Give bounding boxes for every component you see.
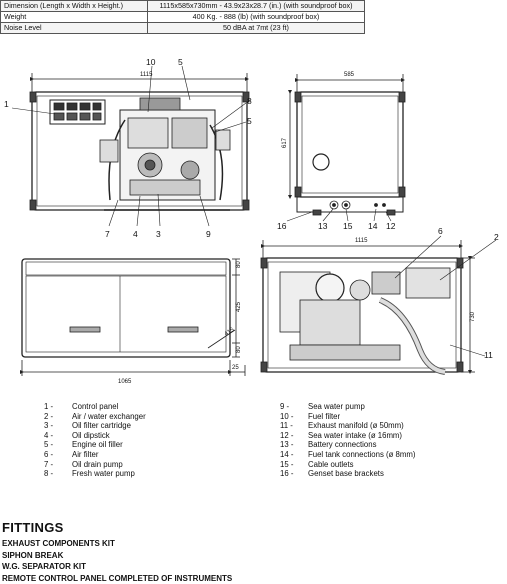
fittings-item: W.G. SEPARATOR KIT: [2, 562, 87, 571]
legend-item: 15 -Cable outlets: [280, 459, 354, 469]
legend-item: 8 -Fresh water pump: [44, 469, 135, 479]
technical-drawings: 1115 1 10 5 8 5 7 4 3 9: [4, 57, 499, 385]
callout-front-8: 8: [247, 96, 252, 106]
callout-top-2: 2: [494, 232, 499, 242]
spec-value: 50 dBA at 7mt (23 ft): [147, 22, 365, 34]
callout-side-14: 14: [368, 221, 378, 231]
base-h3-dim: 80: [236, 346, 242, 353]
callout-top-11: 11: [484, 350, 493, 360]
base-h1-dim: 80: [236, 261, 242, 268]
legend-item: 3 -Oil filter cartridge: [44, 421, 131, 431]
top-height-dim: 730: [470, 311, 476, 322]
spec-row: Noise Level 50 dBA at 7mt (23 ft): [0, 22, 365, 34]
callout-front-3: 3: [156, 229, 161, 239]
spec-value: 1115x585x730mm - 43.9x23x28.7 (in.) (wit…: [147, 0, 365, 12]
callout-front-5b: 5: [247, 116, 252, 126]
legend-item: 7 -Oil drain pump: [44, 459, 123, 469]
legend-item: 5 -Engine oil filler: [44, 440, 123, 450]
legend-item: 16 -Genset base brackets: [280, 469, 384, 479]
legend-item: 13 -Battery connections: [280, 440, 377, 450]
spec-row: Weight 400 Kg. - 888 (lb) (with soundpro…: [0, 11, 365, 23]
legend-right: 9 -Sea water pump 10 -Fuel filter 11 -Ex…: [276, 402, 415, 479]
fittings-item: EXHAUST COMPONENTS KIT: [2, 539, 115, 548]
callout-front-5a: 5: [178, 57, 183, 67]
front-view: [29, 73, 250, 211]
spec-table: Dimension (Length x Width x Height.) 111…: [0, 0, 365, 34]
fittings-item: SIPHON BREAK: [2, 550, 64, 560]
callout-side-16: 16: [277, 221, 287, 231]
legend-item: 4 -Oil dipstick: [44, 430, 110, 440]
callout-front-1: 1: [4, 99, 9, 109]
callout-front-10: 10: [146, 57, 156, 67]
side-height-dim: 617: [282, 137, 288, 148]
callout-side-13: 13: [318, 221, 328, 231]
spec-label: Noise Level: [0, 22, 148, 34]
fittings-list: EXHAUST COMPONENTS KIT SIPHON BREAK W.G.…: [2, 538, 232, 584]
side-view: [288, 74, 406, 216]
legend-item: 1 -Control panel: [44, 402, 119, 411]
legend-item: 10 -Fuel filter: [280, 411, 341, 421]
side-width-dim: 585: [344, 72, 355, 78]
callout-top-6: 6: [438, 226, 443, 236]
callout-side-12: 12: [386, 221, 396, 231]
base-view: [20, 258, 246, 376]
base-h2-dim: 425: [236, 301, 242, 312]
legend-item: 14 -Fuel tank connections (ø 8mm): [280, 449, 416, 459]
callout-front-4: 4: [133, 229, 138, 239]
base-offset-dim: 25: [232, 365, 239, 371]
legend-item: 12 -Sea water intake (ø 16mm): [280, 430, 403, 440]
front-width-dim: 1115: [140, 72, 153, 78]
legend-item: 11 -Exhaust manifold (ø 50mm): [280, 421, 404, 431]
fittings-item: REMOTE CONTROL PANEL COMPLETED OF INSTRU…: [2, 573, 233, 583]
legend-item: 9 -Sea water pump: [280, 402, 365, 411]
base-diag-dim: 415: [224, 327, 236, 338]
legend-left: 1 -Control panel 2 -Air / water exchange…: [40, 402, 146, 479]
callout-front-7: 7: [105, 229, 110, 239]
top-view: [260, 240, 475, 375]
legend-item: 2 -Air / water exchanger: [44, 411, 146, 421]
callout-side-15: 15: [343, 221, 353, 231]
base-width-dim: 1065: [118, 379, 132, 385]
top-width-dim: 1115: [355, 238, 368, 244]
callout-front-9: 9: [206, 229, 211, 239]
legend-item: 6 -Air filter: [44, 449, 99, 459]
fittings-title: FITTINGS: [2, 520, 64, 535]
spec-row: Dimension (Length x Width x Height.) 111…: [0, 0, 365, 12]
